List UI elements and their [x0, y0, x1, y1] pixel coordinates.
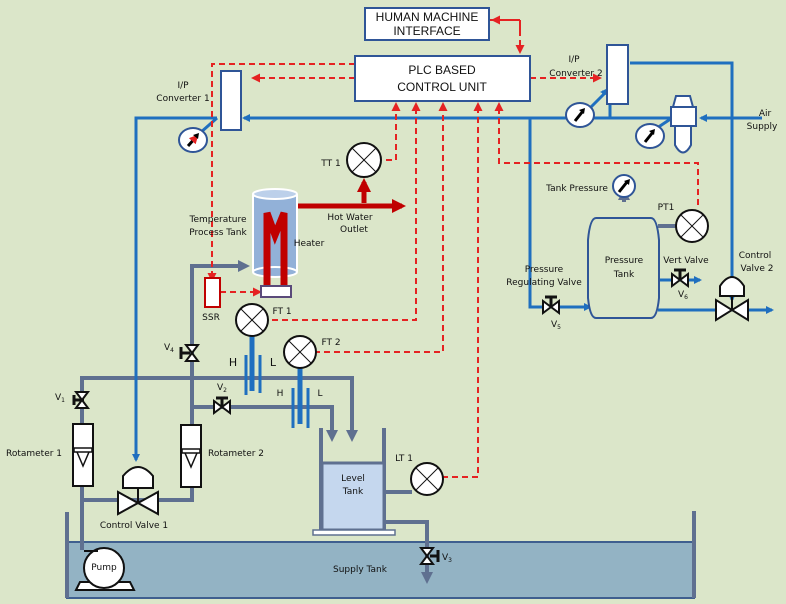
control-valve-2-label-2: Valve 2: [741, 264, 774, 274]
ft2-orifice: [291, 367, 310, 428]
vert-valve-label: Vert Valve: [663, 256, 709, 266]
plc-label-line1: PLC BASED: [408, 63, 476, 77]
pressure-tank-label-2: Tank: [613, 270, 635, 280]
ft1-l-label: L: [270, 356, 277, 369]
lt1-label: LT 1: [395, 454, 413, 464]
gauge-icon: [565, 102, 595, 128]
ft2-l-label: L: [317, 389, 322, 399]
control-valve-1[interactable]: [117, 466, 159, 516]
hot-water-outlet-label-2: Outlet: [340, 225, 368, 235]
v4-label: V4: [164, 343, 174, 354]
rotameter-1[interactable]: [72, 423, 94, 487]
valve-v4[interactable]: [179, 344, 200, 362]
pressure-regulating-valve-label-1: Pressure: [525, 265, 564, 275]
ft2-h-label: H: [277, 389, 284, 399]
v3-label: V3: [442, 553, 452, 564]
control-valve-1-label: Control Valve 1: [100, 521, 168, 531]
air-filter-regulator[interactable]: [670, 95, 697, 154]
hmi-label-line2: INTERFACE: [393, 24, 460, 38]
lt1-transmitter[interactable]: [410, 462, 444, 496]
signal-lines: [207, 15, 699, 478]
tt1-label: TT 1: [320, 159, 340, 169]
v2-label: V2: [217, 383, 227, 394]
ip-converter-1[interactable]: [220, 70, 242, 131]
ip-converter-1-label-2: Converter 1: [156, 94, 209, 104]
valve-v1[interactable]: [72, 391, 90, 409]
temp-tank-label-2: Process Tank: [189, 228, 247, 238]
ft1-label: FT 1: [272, 307, 291, 317]
ft2-transmitter[interactable]: [283, 335, 317, 369]
level-tank[interactable]: [312, 461, 396, 536]
ip-converter-2[interactable]: [606, 44, 629, 105]
ssr-label: SSR: [202, 313, 220, 323]
hmi-block[interactable]: HUMAN MACHINE INTERFACE: [364, 7, 490, 41]
rotameter-2[interactable]: [180, 424, 202, 488]
level-tank-label-2: Tank: [342, 487, 364, 497]
gauge-needle: [193, 133, 199, 139]
heater-label: Heater: [294, 239, 325, 249]
ip-converter-2-label-1: I/P: [568, 55, 580, 65]
ft1-h-label: H: [229, 356, 237, 369]
valve-v6[interactable]: [671, 268, 689, 288]
tank-pressure-label: Tank Pressure: [545, 184, 608, 194]
control-valve-2[interactable]: [715, 276, 749, 322]
level-tank-label-1: Level: [341, 474, 365, 484]
gauge-icon: [178, 127, 208, 153]
control-valve-2-label-1: Control: [739, 251, 772, 261]
ft1-transmitter[interactable]: [235, 303, 269, 337]
ft2-label: FT 2: [321, 338, 340, 348]
ip-converter-2-label-2: Converter 2: [549, 69, 602, 79]
rotameter-2-label: Rotameter 2: [208, 449, 264, 459]
valve-v2[interactable]: [213, 396, 231, 415]
ft1-orifice: [244, 336, 262, 395]
pressure-tank[interactable]: [587, 217, 660, 319]
hot-water-outlet-label-1: Hot Water: [327, 213, 373, 223]
pt1-transmitter[interactable]: [675, 209, 709, 243]
air-supply-label-1: Air: [759, 109, 772, 119]
ip-converter-1-label-1: I/P: [177, 81, 189, 91]
pt1-label: PT1: [658, 203, 675, 213]
v6-label: V6: [678, 290, 688, 301]
ssr[interactable]: [204, 277, 221, 308]
air-supply-label-2: Supply: [747, 122, 778, 132]
gauge-icon: [635, 123, 665, 149]
heater: [260, 211, 292, 298]
hmi-label-line1: HUMAN MACHINE: [376, 10, 479, 24]
plc-label-line2: CONTROL UNIT: [397, 80, 487, 94]
pump-label: Pump: [91, 563, 117, 573]
v5-label: V5: [551, 320, 561, 331]
tank-pressure-gauge[interactable]: [612, 174, 636, 198]
valve-v3[interactable]: [419, 547, 440, 565]
valve-v5[interactable]: [542, 295, 560, 315]
supply-tank: [65, 511, 696, 599]
plc-block[interactable]: PLC BASED CONTROL UNIT: [354, 55, 531, 102]
pump[interactable]: [74, 547, 136, 591]
v1-label: V1: [55, 393, 65, 404]
temp-tank-label-1: Temperature: [188, 215, 246, 225]
tt1-transmitter[interactable]: [346, 142, 382, 178]
supply-tank-label: Supply Tank: [333, 565, 388, 575]
pressure-tank-label-1: Pressure: [605, 256, 644, 266]
rotameter-1-label: Rotameter 1: [6, 449, 62, 459]
pressure-regulating-valve-label-2: Regulating Valve: [506, 278, 582, 288]
